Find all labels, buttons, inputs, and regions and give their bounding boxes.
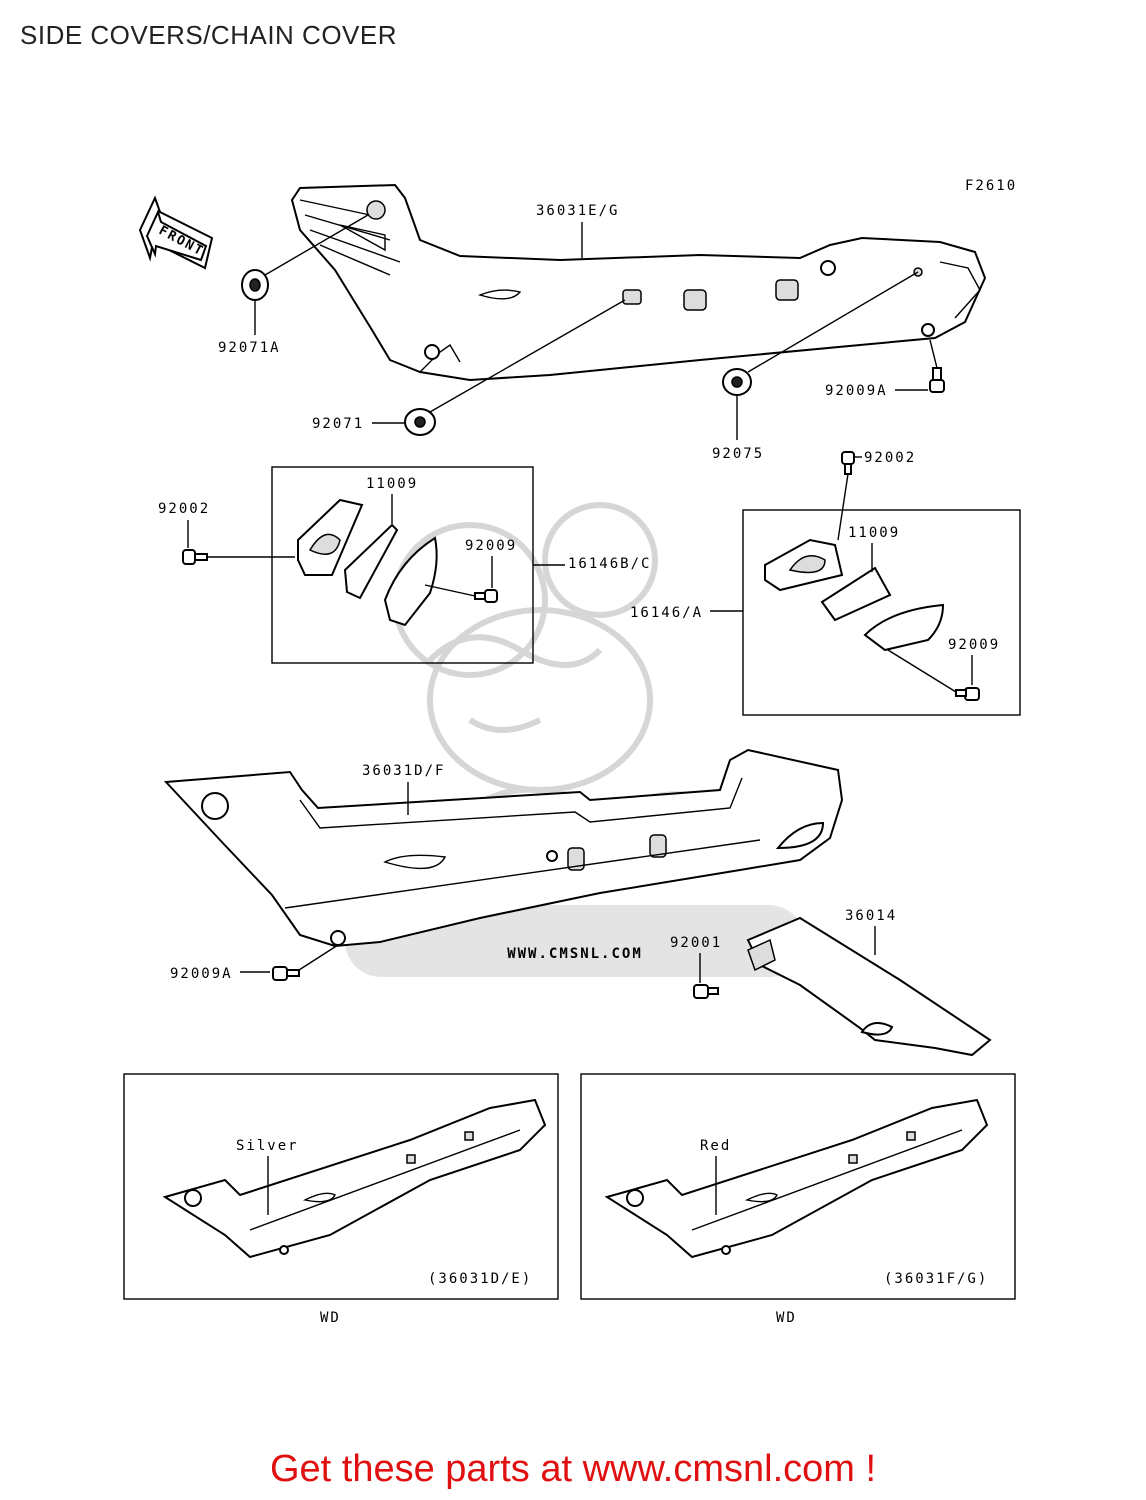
callout-11009-left: 11009	[366, 476, 418, 492]
variant-box-silver: Silver (36031D/E)	[123, 1073, 559, 1300]
variant-red-caption: WD	[776, 1310, 797, 1326]
grommet-92071-icon	[404, 299, 626, 436]
variant-box-red: Red (36031F/G)	[580, 1073, 1016, 1300]
callout-16146A: 16146/A	[630, 605, 703, 621]
front-arrow-icon: FRONT	[138, 195, 214, 270]
callout-36031EG: 36031E/G	[536, 203, 619, 219]
variant-silver-color: Silver	[236, 1138, 299, 1154]
bolt-92001-icon	[693, 984, 719, 999]
grommet-92075-icon	[722, 271, 919, 396]
reflector-assembly-left	[182, 498, 498, 627]
promo-link[interactable]: Get these parts at www.cmsnl.com !	[269, 1448, 877, 1490]
callout-92009A-top: 92009A	[825, 383, 888, 399]
figure-code: F2610	[965, 178, 1017, 194]
callout-92009-left: 92009	[465, 538, 517, 554]
callout-36031DF: 36031D/F	[362, 763, 445, 779]
watermark-url: WWW.CMSNL.COM	[507, 946, 643, 962]
bolt-92009A-top-icon	[929, 339, 945, 393]
variant-silver-caption: WD	[320, 1310, 341, 1326]
callout-92071: 92071	[312, 416, 364, 432]
reflector-assembly-right	[764, 451, 980, 701]
callout-92002-right: 92002	[864, 450, 916, 466]
callout-11009-right: 11009	[848, 525, 900, 541]
callout-92009-right: 92009	[948, 637, 1000, 653]
grommet-92071A-icon	[241, 214, 369, 301]
variant-silver-code: (36031D/E)	[428, 1271, 532, 1287]
variant-red-code: (36031F/G)	[884, 1271, 988, 1287]
variant-red-color: Red	[700, 1138, 731, 1154]
side-cover-lower	[163, 748, 844, 948]
callout-16146BC: 16146B/C	[568, 556, 651, 572]
callout-92001: 92001	[670, 935, 722, 951]
callout-92071A: 92071A	[218, 340, 281, 356]
chain-cover	[746, 916, 992, 1057]
reflector-box-right	[742, 509, 1021, 716]
bolt-92009A-bottom-icon	[272, 944, 339, 981]
page-title: SIDE COVERS/CHAIN COVER	[20, 20, 398, 50]
callout-92002-left: 92002	[158, 501, 210, 517]
callout-36014: 36014	[845, 908, 897, 924]
callout-92009A-bottom: 92009A	[170, 966, 233, 982]
callout-92075: 92075	[712, 446, 764, 462]
side-cover-upper	[290, 183, 987, 382]
